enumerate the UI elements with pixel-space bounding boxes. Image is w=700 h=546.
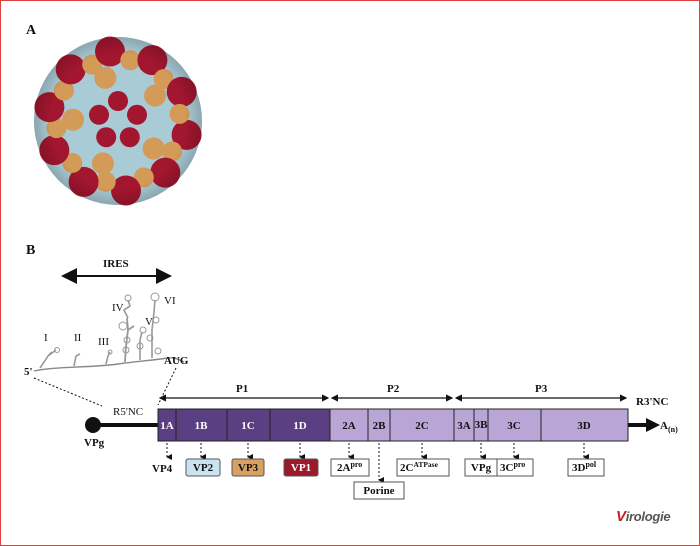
region-p2-label: P2 <box>387 383 400 395</box>
panel-a-label: A <box>26 23 37 38</box>
ires-domain-iii: III <box>98 336 109 348</box>
segment-1d-label: 1D <box>293 420 307 432</box>
r3nc-label: R3'NC <box>636 396 668 408</box>
zoom-line-right <box>157 367 177 406</box>
ires-structure: IRES I II III IV V VI 5' AUG <box>24 258 189 407</box>
product-3d-pol: 3Dpol <box>572 460 597 474</box>
segment-3b-label: 3B <box>475 419 489 431</box>
segment-1d-box <box>269 408 331 442</box>
product-2a-pro: 2Apro <box>337 460 362 474</box>
product-vp1: VP1 <box>291 462 311 474</box>
vpg-label: VPg <box>84 437 105 449</box>
product-vp2: VP2 <box>193 462 214 474</box>
segment-2c-label: 2C <box>415 420 429 432</box>
product-vp3: VP3 <box>238 462 259 474</box>
segment-3d-box <box>540 408 629 442</box>
domain-ii-stem <box>73 353 81 367</box>
product-vpg: VPg <box>471 462 492 474</box>
genome-map: VPg R5'NC R3'NC A(n) 1A 1B 1C 1D 2A 2B 2… <box>84 383 678 449</box>
five-prime-label: 5' <box>24 366 33 378</box>
segment-1b-label: 1B <box>195 420 209 432</box>
panel-b-label: B <box>26 243 35 258</box>
ires-domain-vi: VI <box>164 295 176 307</box>
product-3c-pro: 3Cpro <box>500 460 525 474</box>
product-porine-box <box>353 481 405 500</box>
segment-3d-label: 3D <box>577 420 591 432</box>
vpg-ball <box>85 417 101 433</box>
segment-1c-label: 1C <box>241 420 255 432</box>
product-2c-box <box>396 458 450 477</box>
rna-backbone <box>33 357 185 372</box>
segment-2c-box <box>389 408 455 442</box>
capsid-image <box>34 36 202 206</box>
segment-2a-label: 2A <box>342 420 356 432</box>
ires-domain-iv: IV <box>112 302 124 314</box>
ires-label: IRES <box>103 258 129 270</box>
product-3d-box <box>567 458 605 477</box>
ires-domain-i: I <box>44 332 48 344</box>
domain-iv-stem <box>124 317 135 363</box>
product-porine: Porine <box>363 485 394 497</box>
ires-domain-v: V <box>145 316 153 328</box>
segment-3c-box <box>487 408 542 442</box>
product-vp1-box <box>283 458 319 477</box>
product-vp3-box <box>231 458 265 477</box>
segment-3a-label: 3A <box>457 420 471 432</box>
domain-iii-stem <box>105 351 111 365</box>
product-vp2-box <box>185 458 221 477</box>
poly-a-label: A(n) <box>660 420 678 434</box>
zoom-line-left <box>33 377 103 407</box>
segment-3c-label: 3C <box>507 420 521 432</box>
product-3c-box <box>496 458 534 477</box>
product-2a-box <box>330 458 370 477</box>
domain-vi-stem <box>151 299 156 358</box>
region-p3-label: P3 <box>535 383 548 395</box>
aug-label: AUG <box>164 355 189 367</box>
product-2c-atpase: 2CATPase <box>400 460 439 474</box>
region-p1-label: P1 <box>236 383 248 395</box>
segment-2a-box <box>329 408 369 442</box>
product-vp4: VP4 <box>152 463 173 475</box>
r5nc-label: R5'NC <box>113 406 143 418</box>
segment-1a-label: 1A <box>160 420 174 432</box>
poly-a-arrowhead <box>646 418 660 432</box>
cleavage-products: VP4 VP2 VP3 VP1 2Apro Porine 2CATPase VP… <box>152 443 605 500</box>
domain-v-stem <box>139 331 143 360</box>
ires-domain-ii: II <box>74 332 82 344</box>
segment-2b-label: 2B <box>373 420 387 432</box>
virologie-logo: Virologie <box>616 508 671 525</box>
domain-i-stem <box>39 349 57 369</box>
